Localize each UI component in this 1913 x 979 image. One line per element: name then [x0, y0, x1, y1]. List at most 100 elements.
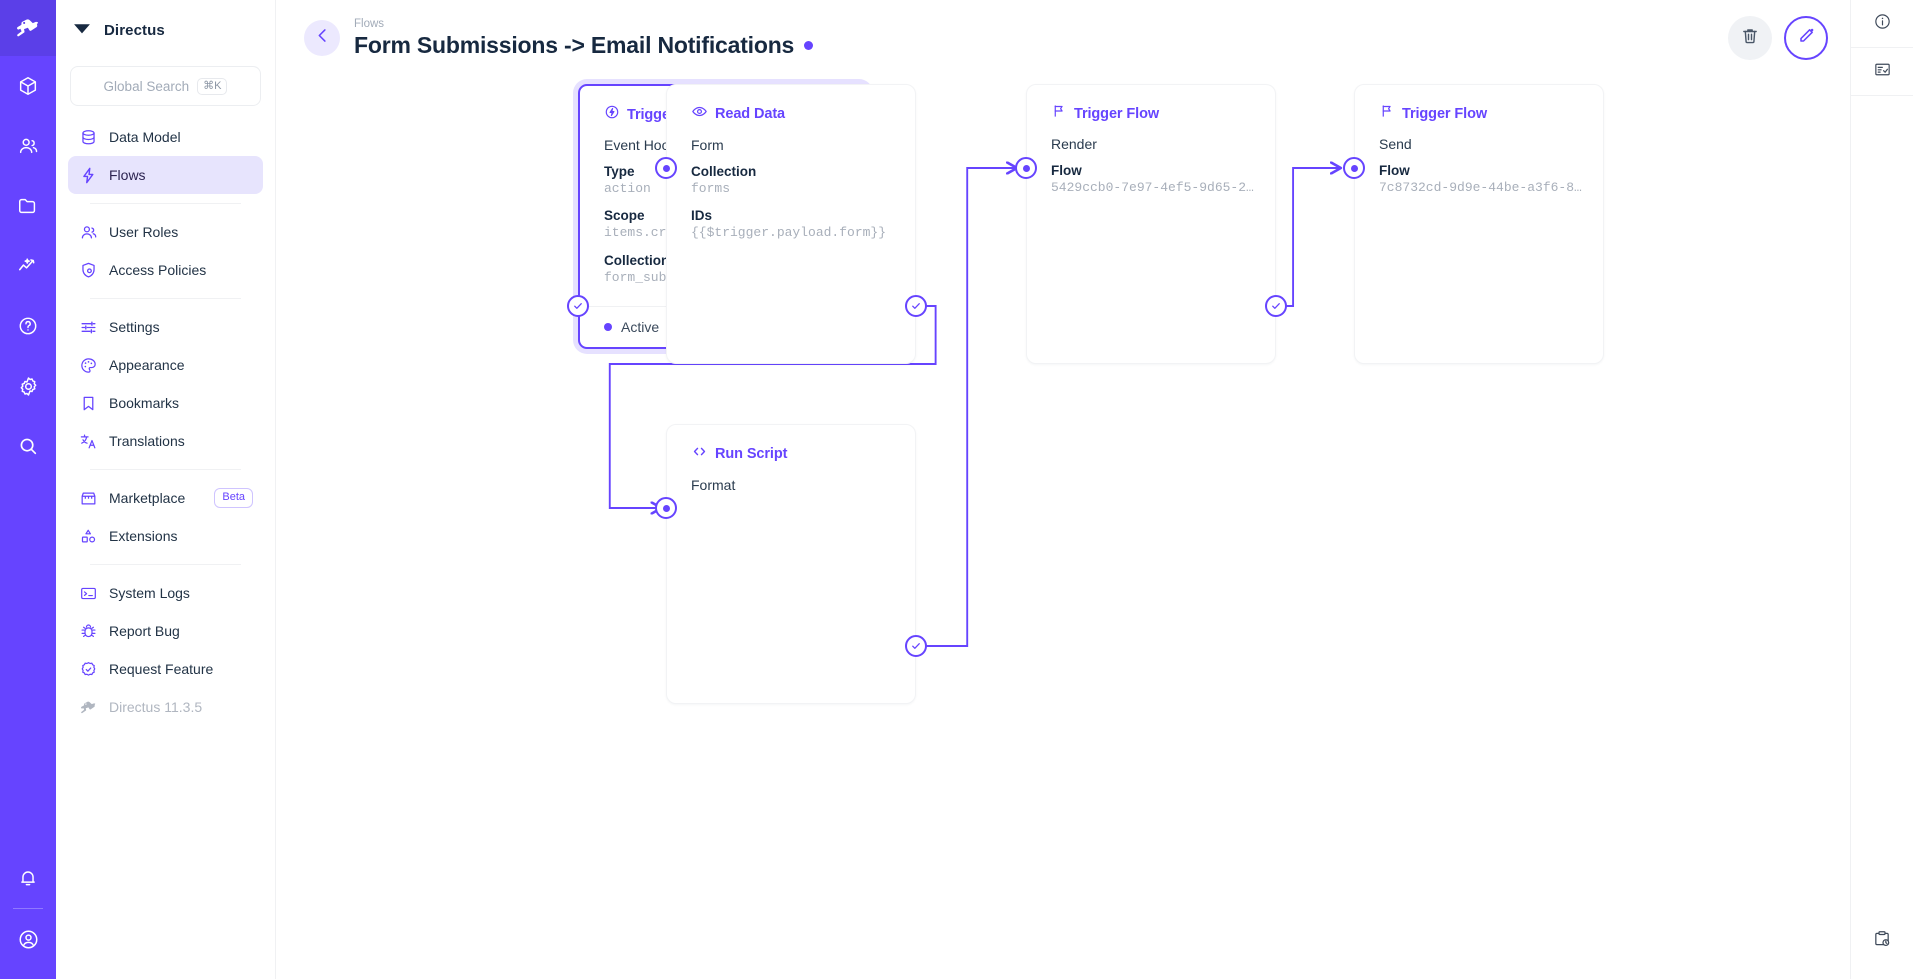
bolt-icon [78, 165, 98, 185]
rail-item-file-library[interactable] [0, 176, 56, 236]
analytics-icon [17, 255, 39, 277]
rail-item-notifications[interactable] [0, 848, 56, 908]
list-check-icon [1873, 60, 1892, 84]
rail-item-insights[interactable] [0, 236, 56, 296]
node-header: Trigger Flow [1027, 85, 1275, 124]
page-title: Form Submissions -> Email Notifications [354, 32, 795, 59]
sidebar-divider [90, 298, 241, 299]
brand-name: Directus [104, 21, 165, 39]
port-dot [1350, 164, 1358, 172]
global-search-input[interactable]: Global Search ⌘K [70, 66, 261, 106]
box-icon [17, 75, 39, 97]
sidebar-item-flows[interactable]: Flows [68, 156, 263, 194]
node-header: Trigger [580, 86, 866, 125]
module-rail [0, 0, 56, 979]
notifications-drawer-button[interactable] [1851, 918, 1913, 965]
main-content: Flows Form Submissions -> Email Notifica… [276, 0, 1850, 979]
directus-mark-icon [72, 18, 92, 43]
flow-logs-button[interactable] [1851, 48, 1913, 95]
delete-flow-button[interactable] [1728, 16, 1772, 60]
port-dot [1022, 164, 1030, 172]
gear-icon [17, 375, 40, 398]
people-icon [78, 222, 98, 242]
breadcrumb[interactable]: Flows [354, 17, 385, 30]
node-title: Read Data [715, 106, 786, 122]
flow-node-read-data[interactable]: Read Data Form Collection forms IDs {{$t… [666, 84, 916, 364]
sidebar-divider [90, 564, 241, 565]
translate-icon [78, 431, 98, 451]
rail-item-documentation[interactable] [0, 296, 56, 356]
node-header: Trigger Flow [1355, 85, 1603, 124]
directus-logo-button[interactable] [0, 0, 56, 56]
sidebar-item-label: Appearance [109, 357, 185, 373]
port-trigger-resolve[interactable] [567, 295, 589, 317]
search-shortcut-badge: ⌘K [197, 77, 228, 95]
sidebar-item-label: Access Policies [109, 262, 207, 278]
eye-icon [691, 103, 708, 125]
sidebar-item-appearance[interactable]: Appearance [68, 346, 263, 384]
status-badge: Active [621, 318, 660, 335]
rail-item-settings[interactable] [0, 356, 56, 416]
back-button[interactable] [304, 20, 340, 56]
node-body: Render Flow 5429ccb0-7e97-4ef5-9d65-2b… [1027, 124, 1275, 216]
sidebar-item-label: User Roles [109, 224, 179, 240]
node-title: Run Script [715, 446, 788, 462]
bookmark-icon [78, 393, 98, 413]
flow-canvas[interactable]: Trigger Event Hook Type action Scope ite… [276, 76, 1850, 979]
flow-node-trigger-flow-render[interactable]: Trigger Flow Render Flow 5429ccb0-7e97-4… [1026, 84, 1276, 364]
field-key: IDs [691, 208, 713, 224]
sidebar-item-request-feature[interactable]: Request Feature [68, 650, 263, 688]
sidebar-item-system-logs[interactable]: System Logs [68, 574, 263, 612]
shield-lock-icon [78, 260, 98, 280]
sidebar-item-marketplace[interactable]: Marketplace Beta [68, 479, 263, 517]
sidebar-item-translations[interactable]: Translations [68, 422, 263, 460]
flag-icon [1379, 103, 1395, 124]
edit-flow-button[interactable] [1784, 16, 1828, 60]
sidebar-item-report-bug[interactable]: Report Bug [68, 612, 263, 650]
rabbit-logo-icon [14, 14, 42, 42]
node-subtitle: Render [1051, 136, 1097, 152]
sidebar-item-bookmarks[interactable]: Bookmarks [68, 384, 263, 422]
page-header: Flows Form Submissions -> Email Notifica… [276, 0, 1850, 76]
node-header: Read Data [667, 85, 915, 125]
rail-item-content[interactable] [0, 56, 56, 116]
rail-item-user-directory[interactable] [0, 116, 56, 176]
flag-icon [1051, 103, 1067, 124]
header-actions [1728, 16, 1828, 60]
sidebar-item-label: Report Bug [109, 623, 180, 639]
bug-icon [78, 621, 98, 641]
port-trigger-flow-render-resolve[interactable] [1265, 295, 1287, 317]
rail-item-account[interactable] [0, 909, 56, 969]
port-read-data-resolve[interactable] [905, 295, 927, 317]
field-value: forms [691, 181, 731, 197]
port-trigger-flow-send-input[interactable] [1343, 157, 1365, 179]
sidebar-item-extensions[interactable]: Extensions [68, 517, 263, 555]
search-icon [17, 435, 39, 457]
sidebar-item-access-policies[interactable]: Access Policies [68, 251, 263, 289]
sidebar-item-settings[interactable]: Settings [68, 308, 263, 346]
sidebar-item-user-roles[interactable]: User Roles [68, 213, 263, 251]
port-read-data-input[interactable] [655, 157, 677, 179]
arrow-left-icon [313, 26, 332, 50]
rail-divider [13, 908, 43, 909]
flow-node-run-script[interactable]: Run Script Format [666, 424, 916, 704]
question-circle-icon [17, 315, 39, 337]
node-subtitle: Form [691, 137, 724, 153]
port-run-script-resolve[interactable] [905, 635, 927, 657]
sidebar-item-label: Data Model [109, 129, 181, 145]
field-value: 5429ccb0-7e97-4ef5-9d65-2b… [1051, 180, 1255, 196]
sidebar-item-version[interactable]: Directus 11.3.5 [68, 688, 263, 726]
node-body: Send Flow 7c8732cd-9d9e-44be-a3f6-89… [1355, 124, 1603, 216]
sidebar-item-label: Translations [109, 433, 185, 449]
flow-info-button[interactable] [1851, 0, 1913, 47]
port-trigger-flow-render-input[interactable] [1015, 157, 1037, 179]
flow-node-trigger-flow-send[interactable]: Trigger Flow Send Flow 7c8732cd-9d9e-44b… [1354, 84, 1604, 364]
port-run-script-input[interactable] [655, 497, 677, 519]
rail-item-search[interactable] [0, 416, 56, 476]
sidebar-brand: Directus [56, 0, 275, 60]
clipboard-clock-icon [1872, 929, 1892, 954]
database-icon [78, 127, 98, 147]
sidebar-item-label: Marketplace [109, 490, 186, 506]
sidebar-item-data-model[interactable]: Data Model [68, 118, 263, 156]
node-body: Format [667, 465, 915, 513]
